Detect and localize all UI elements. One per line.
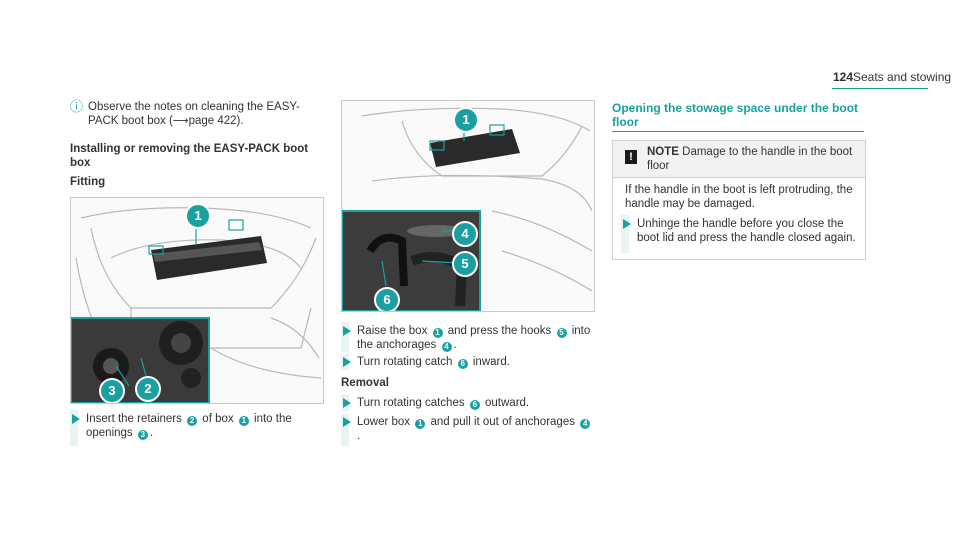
step-lower-box: Lower box 1 and pull it out of anchorage… xyxy=(357,415,593,443)
badge-1: 1 xyxy=(238,416,249,426)
note-title-block: NOTE Damage to the handle in the boot fl… xyxy=(647,145,859,173)
note-box: ! NOTE Damage to the handle in the boot … xyxy=(612,140,866,260)
callout-4: 4 xyxy=(452,221,478,247)
note-header: ! NOTE Damage to the handle in the boot … xyxy=(613,141,865,178)
step-stripe xyxy=(70,410,78,446)
badge-1: 1 xyxy=(432,328,443,338)
callout-6: 6 xyxy=(374,287,400,311)
callout-1: 1 xyxy=(185,203,211,229)
badge-5: 5 xyxy=(556,328,567,338)
stowage-heading: Opening the stowage space under the boot… xyxy=(612,101,859,129)
removal-heading: Removal xyxy=(341,377,389,389)
callout-2: 2 xyxy=(135,376,161,402)
step-raise-box: Raise the box 1 and press the hooks 5 in… xyxy=(357,325,591,352)
step-turn-inward: Turn rotating catch 6 inward. xyxy=(357,356,510,369)
cross-ref-arrow-icon: ⟶ xyxy=(172,115,189,127)
fitting-heading: Fitting xyxy=(70,176,106,188)
heading-rule xyxy=(612,131,864,132)
info-note: ⓘ Observe the notes on cleaning the EASY… xyxy=(70,100,330,128)
section-heading: Installing or removing the EASY-PACK boo… xyxy=(70,143,309,169)
step-arrow-icon xyxy=(343,417,351,427)
note-title: Damage to the handle in the boot floor xyxy=(647,146,853,172)
step-turn-outward: Turn rotating catches 6 outward. xyxy=(357,397,530,410)
step-arrow-icon xyxy=(72,414,80,424)
step-arrow-icon xyxy=(343,326,351,336)
badge-1: 1 xyxy=(415,419,426,429)
step-stripe xyxy=(341,414,349,446)
note-step: Unhinge the handle before you close the … xyxy=(637,218,856,244)
badge-3: 3 xyxy=(137,430,148,440)
info-icon: ⓘ xyxy=(70,99,84,114)
info-page-ref[interactable]: page 422). xyxy=(188,115,244,127)
header-rule xyxy=(832,88,928,89)
badge-6: 6 xyxy=(457,359,468,369)
callout-1: 1 xyxy=(453,107,479,133)
callout-5: 5 xyxy=(452,251,478,277)
step-arrow-icon xyxy=(343,398,351,408)
step-arrow-icon xyxy=(623,219,631,229)
figure-raise-box: 1 4 5 6 xyxy=(341,100,595,312)
step-stripe xyxy=(621,215,629,253)
badge-2: 2 xyxy=(187,416,198,426)
note-body: If the handle in the boot is left protru… xyxy=(625,184,853,210)
page-number: 124 xyxy=(833,70,854,84)
note-label: NOTE xyxy=(647,146,679,158)
step-insert-retainers: Insert the retainers 2 of box 1 into the… xyxy=(86,413,292,440)
badge-6: 6 xyxy=(469,400,480,410)
section-title: Seats and stowing xyxy=(853,70,952,84)
callout-3: 3 xyxy=(99,378,125,403)
badge-4: 4 xyxy=(580,419,591,429)
figure-fitting: 1 2 3 xyxy=(70,197,324,404)
info-text: Observe the notes on cleaning the EASY-P… xyxy=(88,101,300,127)
step-stripe xyxy=(341,322,349,352)
warning-icon: ! xyxy=(625,150,637,164)
badge-4: 4 xyxy=(441,342,452,352)
step-arrow-icon xyxy=(343,357,351,367)
